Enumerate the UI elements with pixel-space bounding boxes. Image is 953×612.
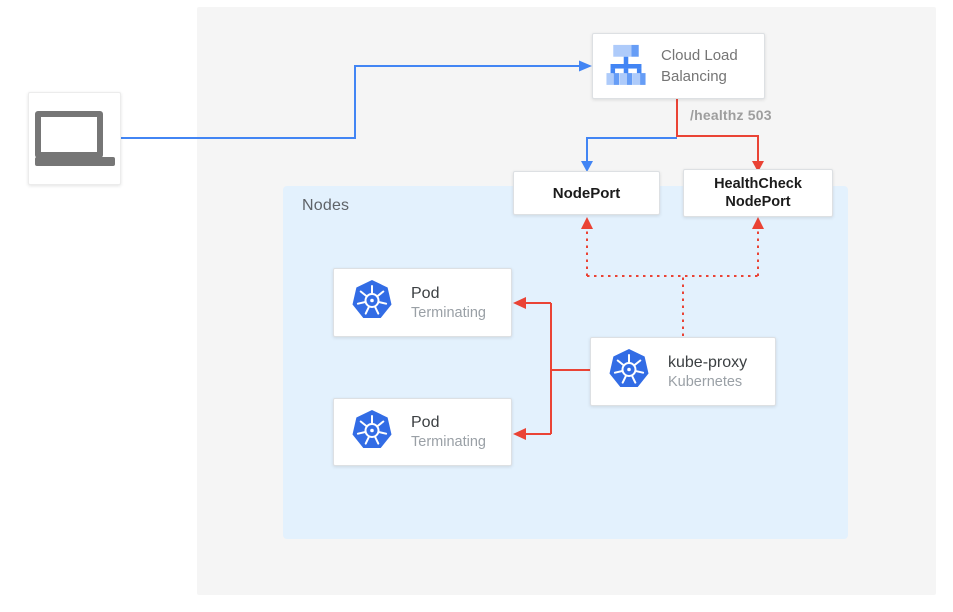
nodeport-label: NodePort xyxy=(552,184,621,202)
healthcheck-nodeport-label-line2: NodePort xyxy=(725,194,791,210)
kubernetes-icon xyxy=(351,409,393,456)
load-balancer-title-line1: Cloud Load xyxy=(661,47,738,64)
pod-title: Pod xyxy=(411,414,440,431)
kube-proxy-title: kube-proxy xyxy=(668,353,748,371)
kubernetes-icon xyxy=(608,348,650,395)
client-card xyxy=(28,92,121,185)
pod-status: Terminating xyxy=(411,434,486,450)
load-balancer-title-line2: Balancing xyxy=(661,68,727,85)
cloud-load-balancing-card: Cloud Load Balancing xyxy=(592,33,765,99)
kubernetes-icon xyxy=(351,279,393,326)
healthcheck-nodeport-card: HealthCheck NodePort xyxy=(683,169,833,217)
laptop-icon xyxy=(34,111,115,166)
pod-title: Pod xyxy=(411,284,440,302)
healthcheck-nodeport-label-line1: HealthCheck xyxy=(714,176,802,192)
kube-proxy-card: kube-proxy Kubernetes xyxy=(590,337,776,406)
kube-proxy-subtitle: Kubernetes xyxy=(668,373,743,390)
pod-status: Terminating xyxy=(411,304,486,321)
cloud-load-balancing-icon xyxy=(606,42,646,91)
nodeport-card: NodePort xyxy=(513,171,660,215)
pod-card-2: Pod Terminating xyxy=(333,398,512,466)
healthz-status-label: /healthz 503 xyxy=(690,107,772,123)
nodes-panel-label: Nodes xyxy=(302,197,350,214)
pod-card-1: Pod Terminating xyxy=(333,268,512,337)
